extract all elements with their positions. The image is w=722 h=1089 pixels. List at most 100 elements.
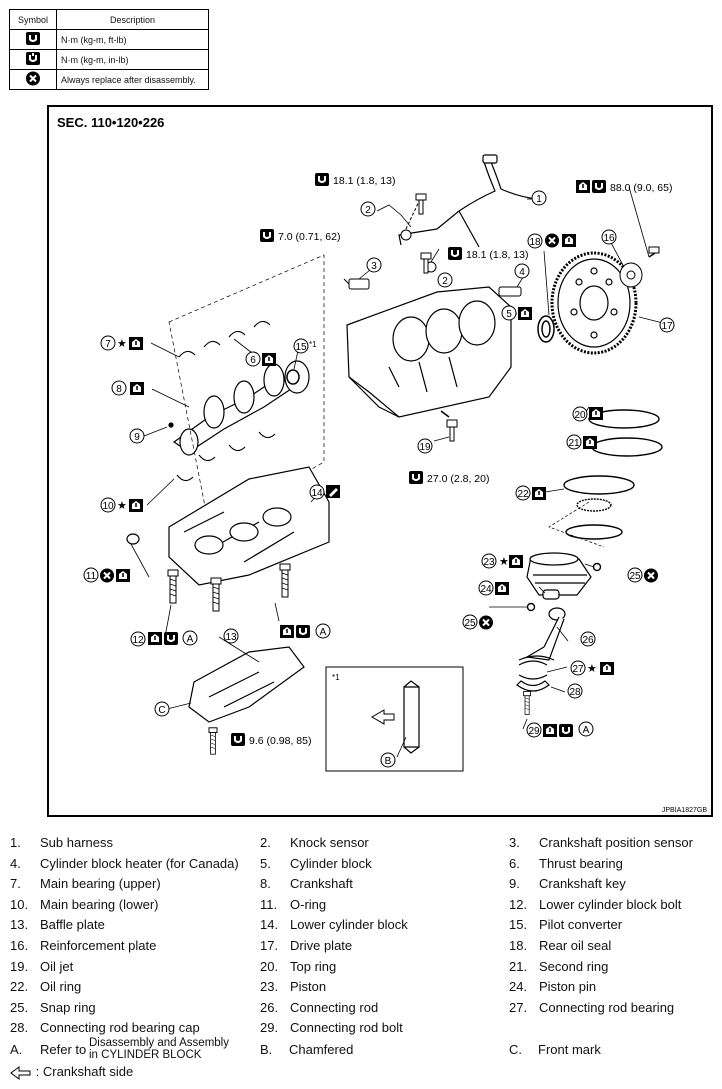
callout-letter-a3: A: [578, 721, 594, 737]
legend-item-number: 26.: [260, 999, 279, 1015]
svg-text:22: 22: [517, 489, 529, 500]
legend-item: 2.Knock sensor: [260, 835, 369, 851]
description-header: Description: [56, 9, 209, 30]
svg-text:26: 26: [582, 635, 594, 646]
main-bearings-lower-drawing: [176, 431, 276, 482]
legend-item-number: 9.: [509, 876, 520, 892]
legend-item: 18.Rear oil seal: [509, 938, 611, 954]
legend-item-label: O-ring: [290, 896, 327, 912]
legend-item-label: Baffle plate: [40, 917, 105, 933]
legend-a-link-line1[interactable]: Disassembly and Assembly: [89, 1037, 229, 1049]
connecting-rod-drawing: [518, 607, 566, 661]
svg-text:★: ★: [499, 556, 509, 568]
legend-item-number: 15.: [509, 917, 528, 933]
legend-item-label: Crankshaft key: [539, 876, 626, 892]
callout-15: 15: [293, 338, 309, 354]
callout-13: 13: [223, 628, 239, 644]
legend-item-label: Knock sensor: [290, 835, 369, 850]
callout-25a: 25: [627, 567, 643, 583]
symbol-table: Symbol Description N·m (kg-m, ft-lb) N·m…: [9, 9, 209, 90]
legend-item-number: 20.: [260, 958, 279, 974]
callout-12: 12: [130, 631, 146, 647]
block-heater-drawing: [498, 286, 522, 297]
baffle-plate-drawing: [188, 646, 305, 755]
callout-letter-a1: A: [182, 630, 198, 646]
note-ref: *1: [309, 340, 317, 349]
legend-item: 7.Main bearing (upper): [10, 876, 161, 892]
misc-bolts: [415, 193, 660, 274]
legend-item: 13.Baffle plate: [10, 917, 105, 933]
legend-c-letter: C.: [509, 1042, 522, 1057]
torque-3: 18.1 (1.8, 13): [466, 249, 528, 261]
legend-item-label: Connecting rod bearing cap: [40, 1020, 200, 1036]
piston-drawing: [526, 552, 592, 600]
legend-item-number: 19.: [10, 958, 29, 974]
legend-a-letter: A.: [10, 1042, 23, 1057]
legend-item: 8.Crankshaft: [260, 876, 353, 892]
legend-item-number: 8.: [260, 876, 271, 892]
replace-icon: [9, 69, 57, 90]
callout-letter-c: C: [154, 701, 170, 717]
svg-text:2: 2: [365, 205, 371, 216]
callout-21: 21: [566, 434, 582, 450]
callout-26: 26: [580, 631, 596, 647]
legend-item: 1.Sub harness: [10, 835, 113, 851]
callout-27: 27: [570, 660, 586, 676]
legend-item-label: Connecting rod bolt: [290, 1020, 403, 1036]
callout-29: 29: [526, 722, 542, 738]
svg-text:A: A: [187, 634, 194, 645]
legend-a-link-line2[interactable]: in CYLINDER BLOCK: [89, 1049, 202, 1061]
legend-item: 17.Drive plate: [260, 938, 352, 954]
callout-5: 5: [501, 305, 517, 321]
svg-text:7: 7: [105, 339, 111, 350]
legend-item-number: 3.: [509, 835, 520, 850]
svg-text:24: 24: [480, 584, 492, 595]
callout-24: 24: [478, 580, 494, 596]
torque-inlb-icon: [9, 49, 57, 70]
legend-item: 21.Second ring: [509, 959, 608, 975]
svg-text:A: A: [583, 725, 590, 736]
reinforcement-plate-drawing: [619, 252, 656, 288]
legend-item: 10.Main bearing (lower): [10, 897, 159, 913]
callout-14: 14: [309, 484, 325, 500]
svg-text:10: 10: [102, 501, 114, 512]
torque-6: 9.6 (0.98, 85): [249, 735, 311, 747]
legend-item-number: 29.: [260, 1020, 279, 1036]
torque-4: 88.0 (9.0, 65): [610, 182, 672, 194]
legend-item-number: 22.: [10, 979, 29, 995]
snap-rings-drawing: [526, 562, 602, 612]
svg-text:A: A: [320, 627, 327, 638]
svg-text:14: 14: [311, 488, 323, 499]
chamfer-inset: *1: [325, 666, 464, 772]
callout-23: 23: [481, 553, 497, 569]
lower-cylinder-block-drawing: [168, 466, 330, 586]
legend-item: 26.Connecting rod: [260, 1000, 378, 1016]
legend-item: 5.Cylinder block: [260, 856, 372, 872]
legend-item-label: Thrust bearing: [539, 855, 623, 871]
torque-2: 7.0 (0.71, 62): [278, 231, 340, 243]
legend-item-number: 27.: [509, 999, 528, 1015]
svg-text:11: 11: [86, 571, 97, 582]
callout-25b: 25: [462, 614, 478, 630]
legend-item-label: Cylinder block heater (for Canada): [40, 855, 239, 871]
legend-item-number: 4.: [10, 855, 21, 871]
torque-ftlb-icon: [9, 29, 57, 50]
legend-item-label: Lower cylinder block bolt: [539, 896, 682, 912]
legend-item-label: Connecting rod bearing: [539, 999, 675, 1015]
legend-item-label: Oil ring: [40, 979, 82, 995]
svg-text:5: 5: [506, 309, 512, 320]
svg-text:13: 13: [225, 632, 237, 643]
callout-4: 4: [514, 263, 530, 279]
symbol-header: Symbol: [9, 9, 57, 30]
crankshaft-side-note: : Crankshaft side: [10, 1064, 133, 1080]
legend-item-label: Oil jet: [40, 958, 74, 974]
legend-item-label: Cylinder block: [290, 855, 372, 871]
legend-a-text: Refer to: [40, 1042, 87, 1057]
legend-item-label: Second ring: [539, 958, 609, 974]
rear-oil-seal-drawing: [537, 315, 555, 343]
svg-text:20: 20: [574, 410, 586, 421]
legend-item-label: Snap ring: [40, 999, 96, 1015]
legend-item: 16.Reinforcement plate: [10, 938, 156, 954]
legend-item-label: Piston pin: [539, 979, 597, 995]
legend-item-label: Crankshaft position sensor: [539, 835, 693, 850]
